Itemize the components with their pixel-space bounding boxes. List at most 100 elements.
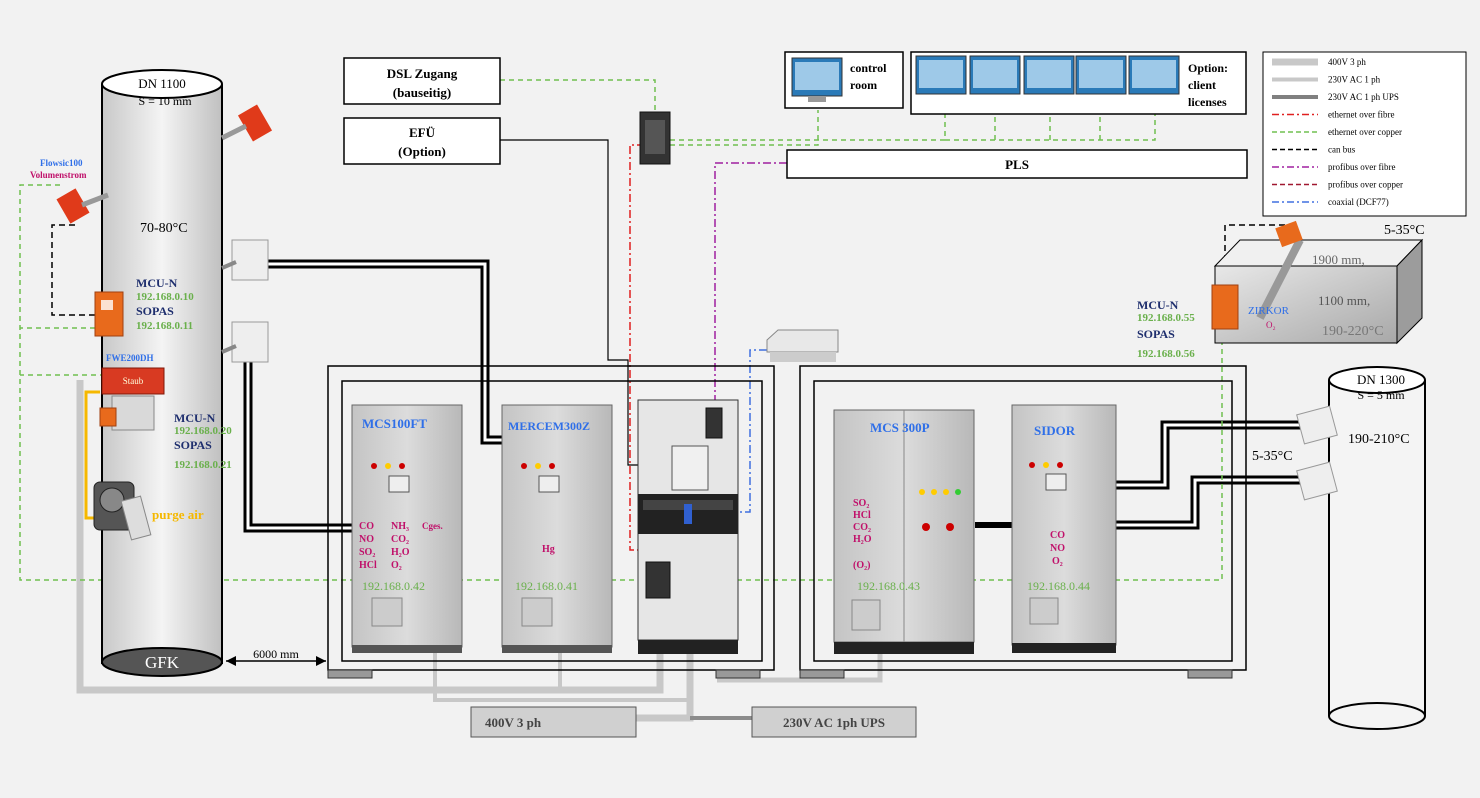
shelter-right: [799, 365, 1247, 679]
right-stack-thickness: S = 5 mm: [1357, 388, 1405, 402]
left-stack-diameter: DN 1100: [138, 76, 186, 91]
client-licenses-line1: Option:: [1188, 61, 1228, 75]
legend-label: 230V AC 1 ph: [1328, 75, 1381, 85]
legend-label: ethernet over fibre: [1328, 110, 1394, 120]
sidor-gas: CO: [1050, 530, 1065, 541]
client-monitor: [1128, 55, 1180, 95]
legend-label: profibus over copper: [1328, 180, 1403, 190]
client-monitor: [1023, 55, 1075, 95]
power-230v-box: 230V AC 1ph UPS: [751, 706, 917, 738]
control-room-line1: control: [850, 61, 887, 75]
mcs100ft-gas: NH₃: [391, 521, 409, 532]
flowsic-device: Flowsic100 Volumenstrom: [30, 104, 273, 224]
zirkor-ambient: 5-35°C: [1384, 223, 1425, 238]
mcs300p-gas: H₂O: [853, 534, 872, 545]
efu-box: EFÜ (Option): [343, 117, 501, 165]
fwe-tag: Staub: [123, 376, 144, 386]
power-400v-box: 400V 3 ph: [470, 706, 637, 738]
pls-box: PLS: [786, 149, 1248, 179]
mcu-left-1-ip2: 192.168.0.11: [136, 320, 193, 332]
mcu-right-ip1: 192.168.0.55: [1137, 312, 1195, 324]
pls-label: PLS: [1005, 157, 1029, 172]
network-switch: [639, 111, 671, 165]
sidor-ip: 192.168.0.44: [1027, 579, 1090, 593]
mcs300p-gas: HCl: [853, 510, 871, 521]
mcu-left-2: MCU-N 192.168.0.20 SOPAS 192.168.0.21: [174, 411, 232, 471]
zirkor-depth: 1900 mm,: [1312, 252, 1365, 267]
mcu-left-2-sopas: SOPAS: [174, 438, 212, 452]
dsl-line1: DSL Zugang: [387, 66, 458, 81]
mcs100ft-gas: NO: [359, 534, 374, 545]
heated-lines: [243, 259, 1305, 533]
legend-label: ethernet over copper: [1328, 127, 1402, 137]
efu-line2: (Option): [398, 144, 446, 159]
gps-antenna: [766, 329, 839, 362]
mcs100ft-gas: CO₂: [391, 534, 409, 545]
mcu-right-ip2: 192.168.0.56: [1137, 348, 1195, 360]
power-400v-label: 400V 3 ph: [485, 715, 542, 730]
control-room-line2: room: [850, 78, 877, 92]
sidor-title: SIDOR: [1034, 423, 1076, 438]
control-rack: [637, 399, 739, 654]
purge-air-unit: purge air: [84, 390, 204, 541]
mcs100ft-gas: O₂: [391, 560, 402, 571]
dsl-line2: (bauseitig): [393, 85, 452, 100]
mcs100ft-gas: Cges.: [422, 521, 443, 531]
client-monitor: [969, 55, 1021, 95]
power-230v-label: 230V AC 1ph UPS: [783, 715, 885, 730]
communication-lines: [19, 79, 1285, 581]
legend-label: coaxial (DCF77): [1328, 197, 1389, 207]
mcu-right: MCU-N 192.168.0.55 SOPAS 192.168.0.56: [1137, 298, 1195, 360]
client-monitor: [1075, 55, 1127, 95]
cabinet-mcs100ft: MCS100FT CO NO SO₂ HCl NH₃ CO₂ H₂O O₂ Cg…: [351, 404, 463, 653]
legend-label: 230V AC 1 ph UPS: [1328, 92, 1399, 102]
mcs100ft-title: MCS100FT: [362, 416, 427, 431]
left-probes: [221, 239, 269, 363]
sidor-gas: NO: [1050, 543, 1065, 554]
mcs300p-gas: CO₂: [853, 522, 871, 533]
mcs100ft-ip: 192.168.0.42: [362, 579, 425, 593]
left-stack-thickness: S = 10 mm: [138, 94, 192, 108]
mcs300p-gas: (O₂): [853, 560, 870, 571]
left-stack-temperature: 70-80°C: [140, 221, 188, 236]
shelter-left: [327, 365, 775, 679]
mcs100ft-gas: HCl: [359, 560, 377, 571]
mcu-right-name: MCU-N: [1137, 298, 1179, 312]
mcu-left-2-ip2: 192.168.0.21: [174, 459, 232, 471]
mcs300p-ip: 192.168.0.43: [857, 579, 920, 593]
zirkor-name: ZIRKOR: [1248, 305, 1290, 317]
legend-label: profibus over fibre: [1328, 162, 1395, 172]
right-stack-ambient: 5-35°C: [1252, 449, 1293, 464]
mcs100ft-gas: CO: [359, 521, 374, 532]
flowsic-name: Flowsic100: [40, 158, 83, 168]
control-room: control room: [784, 51, 904, 109]
dsl-box: DSL Zugang (bauseitig): [343, 57, 501, 105]
mcs100ft-gas: SO₂: [359, 547, 375, 558]
mcs300p-title: MCS 300P: [870, 420, 930, 435]
mcu-left-1-sopas: SOPAS: [136, 304, 174, 318]
mcu-left-1-name: MCU-N: [136, 276, 178, 290]
zirkor-height: 1100 mm,: [1318, 293, 1370, 308]
client-monitor: [915, 55, 967, 95]
cabinet-mcs300p: MCS 300P SO₂ HCl CO₂ H₂O (O₂) 192.168.0.…: [833, 409, 975, 654]
fwe200dh-device: FWE200DH Staub: [99, 353, 165, 431]
mercem-gas: Hg: [542, 544, 555, 555]
zirkor-gas: O₂: [1266, 320, 1276, 330]
left-stack-base-label: GFK: [145, 653, 180, 672]
client-licenses: Option: client licenses: [910, 51, 1247, 115]
client-licenses-line3: licenses: [1188, 95, 1227, 109]
efu-line1: EFÜ: [409, 125, 436, 140]
right-stack-temperature: 190-210°C: [1348, 432, 1410, 447]
legend-label: 400V 3 ph: [1328, 57, 1366, 67]
mcu-left-2-ip1: 192.168.0.20: [174, 425, 232, 437]
mcu-left-1-ip1: 192.168.0.10: [136, 291, 194, 303]
mcu-left-1: MCU-N 192.168.0.10 SOPAS 192.168.0.11: [94, 276, 194, 337]
cabinet-mercem300z: MERCEM300Z Hg 192.168.0.41: [501, 404, 613, 653]
fwe-name: FWE200DH: [106, 353, 154, 363]
mercem-title: MERCEM300Z: [508, 419, 590, 433]
sidor-gas: O₂: [1052, 556, 1063, 567]
purge-air-label: purge air: [152, 507, 204, 522]
flowsic-desc: Volumenstrom: [30, 170, 87, 180]
